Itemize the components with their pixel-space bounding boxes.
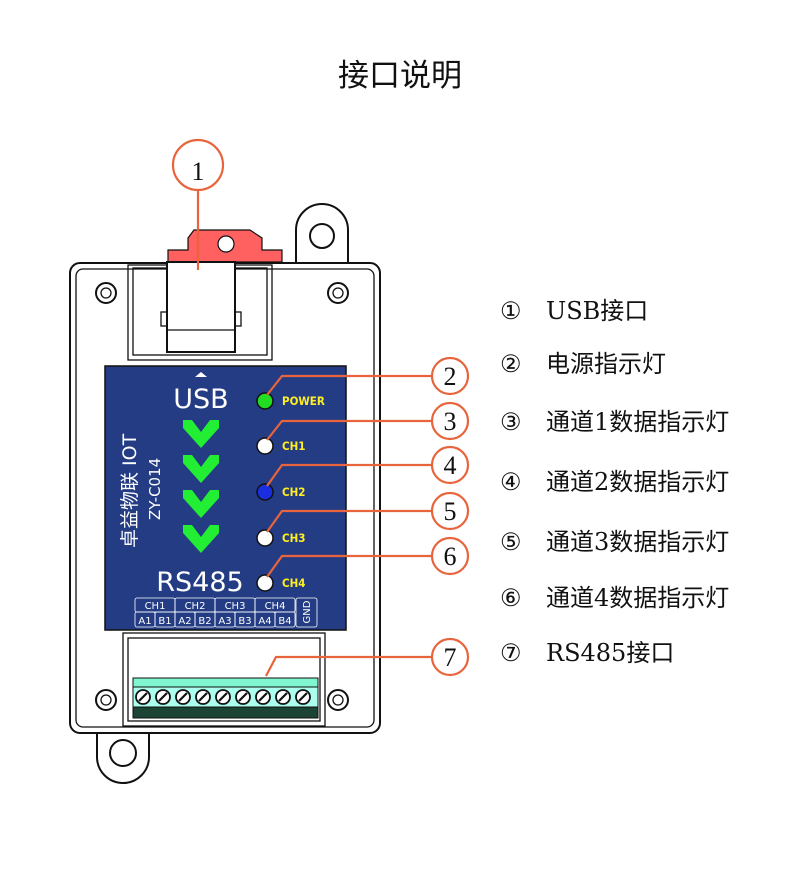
leader-line xyxy=(266,509,432,533)
leader-line xyxy=(266,554,432,578)
legend-item-text: USB接口 xyxy=(546,297,648,325)
callout-circle-7 xyxy=(430,637,470,677)
leader-line xyxy=(265,655,432,677)
legend-item-text: 通道2数据指示灯 xyxy=(546,468,729,496)
terminal-group-label: CH1 xyxy=(145,601,166,612)
callout-number-4: 4 xyxy=(444,451,457,480)
front-panel xyxy=(104,365,347,631)
screws xyxy=(95,282,349,711)
callout-number-7: 7 xyxy=(444,643,457,672)
legend-number: ④ xyxy=(500,468,522,496)
terminal-pin-label: B1 xyxy=(158,616,171,627)
terminal-pin-label: A2 xyxy=(178,616,191,627)
callout-circle-2 xyxy=(430,356,470,396)
gnd-label: GND xyxy=(302,600,313,623)
model-label: ZY-C014 xyxy=(146,458,164,520)
legend: ① USB接口 ② 电源指示灯 ③ 通道1数据指示灯 ④ 通道2数据指示灯 ⑤ 通道3数据指示灯 ⑥… xyxy=(500,297,729,667)
usb-tab-hole xyxy=(217,235,235,253)
data-flow-arrows xyxy=(183,420,219,553)
legend-item-text: 通道3数据指示灯 xyxy=(546,528,729,556)
usb-label: USB xyxy=(173,384,228,415)
legend-item-text: 通道1数据指示灯 xyxy=(546,408,729,436)
terminal-pin-label: B4 xyxy=(278,616,291,627)
mounting-ear-top xyxy=(295,203,349,264)
terminal-pin-label: A1 xyxy=(138,616,151,627)
callout-circle-3 xyxy=(430,401,470,441)
callout-number-3: 3 xyxy=(444,407,457,436)
led-label: POWER xyxy=(282,394,325,408)
callout-number-2: 2 xyxy=(444,362,457,391)
led-label: CH3 xyxy=(282,531,305,545)
legend-item-text: 电源指示灯 xyxy=(546,350,666,378)
callout-circle-5 xyxy=(430,491,470,531)
legend-number: ⑤ xyxy=(500,528,522,556)
callout-circle-1 xyxy=(171,138,225,192)
mounting-ear-bottom xyxy=(96,731,150,784)
callout-number-1: 1 xyxy=(192,157,205,186)
leader-line xyxy=(266,419,432,441)
terminal-group-label: CH4 xyxy=(265,601,286,612)
usb-up-arrow-icon xyxy=(195,372,207,377)
terminal-pin-label: B2 xyxy=(198,616,211,627)
legend-number: ① xyxy=(500,297,522,325)
terminal-pin-label: B3 xyxy=(238,616,251,627)
rs485-label: RS485 xyxy=(156,567,243,598)
callouts: 1 2 3 4 5 6 7 xyxy=(171,138,470,677)
callout-number-6: 6 xyxy=(444,542,457,571)
led-label: CH2 xyxy=(282,485,305,499)
led-label: CH4 xyxy=(282,576,305,590)
legend-number: ⑥ xyxy=(500,584,522,612)
chevron-arrow-icon xyxy=(183,420,219,448)
terminal-group-label: CH2 xyxy=(185,601,206,612)
led-power xyxy=(256,392,274,410)
page-title: 接口说明 xyxy=(338,58,462,94)
chevron-arrow-icon xyxy=(183,525,219,553)
legend-number: ③ xyxy=(500,408,522,436)
led-ch2 xyxy=(256,483,274,501)
led-ch4 xyxy=(256,574,274,592)
leader-line xyxy=(266,374,432,396)
terminal-pin-label: A3 xyxy=(218,616,231,627)
led-ch1 xyxy=(256,437,274,455)
chevron-arrow-icon xyxy=(183,455,219,483)
rs485-terminal-block[interactable] xyxy=(132,677,319,719)
legend-number: ② xyxy=(500,350,522,378)
led-ch3 xyxy=(256,529,274,547)
callout-number-5: 5 xyxy=(444,497,457,526)
led-label: CH1 xyxy=(282,439,305,453)
usb-connector[interactable] xyxy=(160,261,242,353)
callout-circle-4 xyxy=(430,445,470,485)
legend-item-text: 通道4数据指示灯 xyxy=(546,584,729,612)
terminal-pin-label: A4 xyxy=(258,616,271,627)
legend-item-text: RS485接口 xyxy=(546,639,674,667)
leader-line xyxy=(266,463,432,487)
callout-circle-6 xyxy=(430,536,470,576)
brand-label: 卓益物联 IOT xyxy=(119,433,141,548)
terminal-group-label: CH3 xyxy=(225,601,246,612)
legend-number: ⑦ xyxy=(500,639,522,667)
chevron-arrow-icon xyxy=(183,490,219,518)
